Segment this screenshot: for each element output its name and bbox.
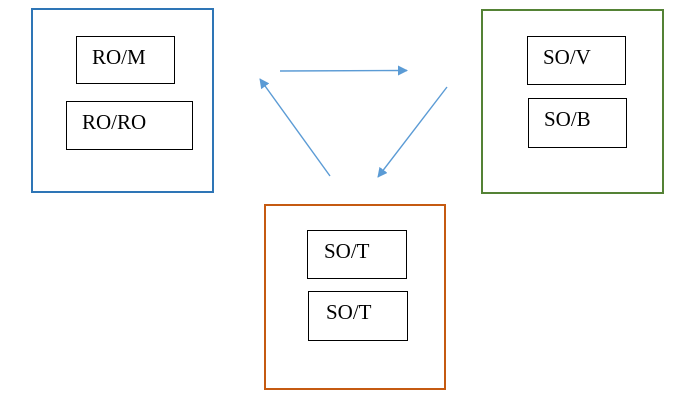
label-sob-text: SO/B <box>544 107 591 131</box>
label-box-sot-top: SO/T <box>307 230 407 279</box>
label-box-sov: SO/V <box>527 36 626 85</box>
label-box-roro: RO/RO <box>66 101 193 150</box>
label-box-sot-bottom: SO/T <box>308 291 408 341</box>
arrow-right-to-bottom <box>377 86 448 178</box>
label-rom-text: RO/M <box>92 45 146 69</box>
label-sot-top-text: SO/T <box>324 239 370 263</box>
label-box-rom: RO/M <box>76 36 175 84</box>
label-sov-text: SO/V <box>543 45 591 69</box>
group-box-bottom: SO/T SO/T <box>264 204 446 390</box>
group-box-left: RO/M RO/RO <box>31 8 214 193</box>
label-roro-text: RO/RO <box>82 110 147 134</box>
label-box-sob: SO/B <box>528 98 627 148</box>
label-sot-bottom-text: SO/T <box>326 300 372 324</box>
arrow-bottom-to-left <box>259 78 331 177</box>
arrow-left-to-right <box>279 65 408 76</box>
group-box-right: SO/V SO/B <box>481 9 664 194</box>
